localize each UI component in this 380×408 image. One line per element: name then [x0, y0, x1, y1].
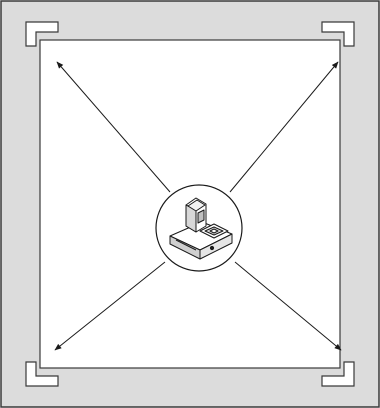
placement-diagram	[0, 0, 380, 408]
diagram-canvas	[0, 0, 380, 408]
